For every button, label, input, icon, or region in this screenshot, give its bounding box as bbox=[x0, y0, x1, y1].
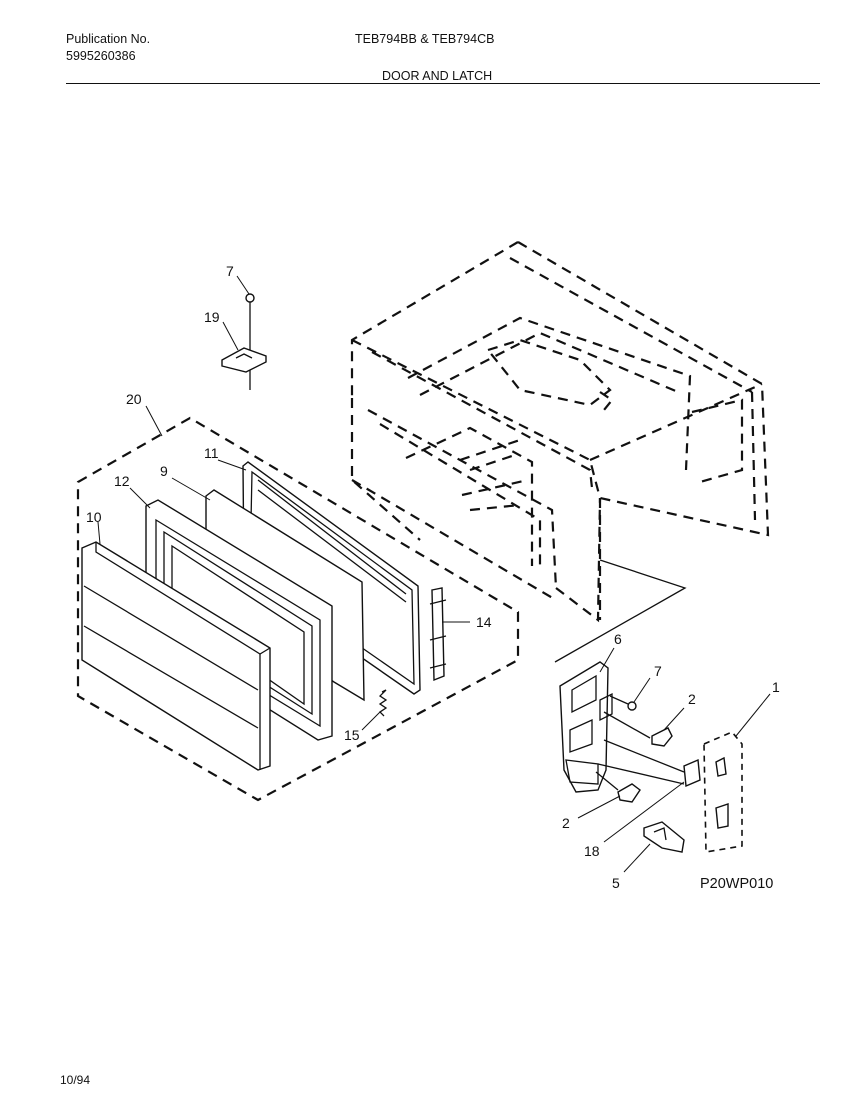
callout-10: 10 bbox=[86, 509, 102, 525]
part-spring bbox=[378, 689, 388, 717]
part-actuator bbox=[597, 739, 701, 788]
callout-2-lower: 2 bbox=[562, 815, 570, 831]
publication-number: 5995260386 bbox=[66, 49, 136, 63]
door-assembly-outline bbox=[76, 416, 520, 802]
callout-11: 11 bbox=[204, 445, 219, 461]
part-screw-right bbox=[609, 695, 637, 711]
callout-1: 1 bbox=[772, 679, 780, 695]
part-latch-bracket bbox=[559, 661, 613, 793]
callout-15: 15 bbox=[344, 727, 360, 743]
callout-7-right: 7 bbox=[654, 663, 662, 679]
callout-9: 9 bbox=[160, 463, 168, 479]
part-door-panel bbox=[81, 541, 271, 771]
cabinet-outline bbox=[350, 241, 770, 623]
callout-14: 14 bbox=[476, 614, 492, 630]
callout-12: 12 bbox=[114, 473, 130, 489]
publication-label: Publication No. bbox=[66, 32, 151, 46]
callout-19: 19 bbox=[204, 309, 220, 325]
header-rule bbox=[66, 83, 820, 84]
part-switch-assembly bbox=[703, 731, 743, 853]
part-latch-hook bbox=[429, 587, 447, 682]
latch-area-outline bbox=[554, 559, 687, 663]
figure-code: P20WP010 bbox=[700, 876, 773, 892]
callout-20: 20 bbox=[126, 391, 142, 407]
part-switch-upper bbox=[603, 711, 673, 747]
leader-lines bbox=[97, 275, 771, 873]
callout-labels: 7 19 20 11 12 9 10 14 15 6 7 2 1 2 18 5 … bbox=[86, 263, 780, 892]
callout-18: 18 bbox=[584, 843, 600, 859]
callout-7-top: 7 bbox=[226, 263, 234, 279]
callout-5: 5 bbox=[612, 875, 620, 891]
part-screw-top bbox=[245, 293, 255, 390]
model-numbers: TEB794BB & TEB794CB bbox=[355, 32, 495, 46]
part-switch-lower bbox=[595, 771, 641, 803]
callout-6: 6 bbox=[614, 631, 622, 647]
part-hinge-bracket bbox=[221, 347, 267, 373]
date-code: 10/94 bbox=[60, 1073, 91, 1087]
callout-2-upper: 2 bbox=[688, 691, 696, 707]
section-title: DOOR AND LATCH bbox=[382, 69, 493, 83]
part-clip bbox=[643, 821, 685, 853]
